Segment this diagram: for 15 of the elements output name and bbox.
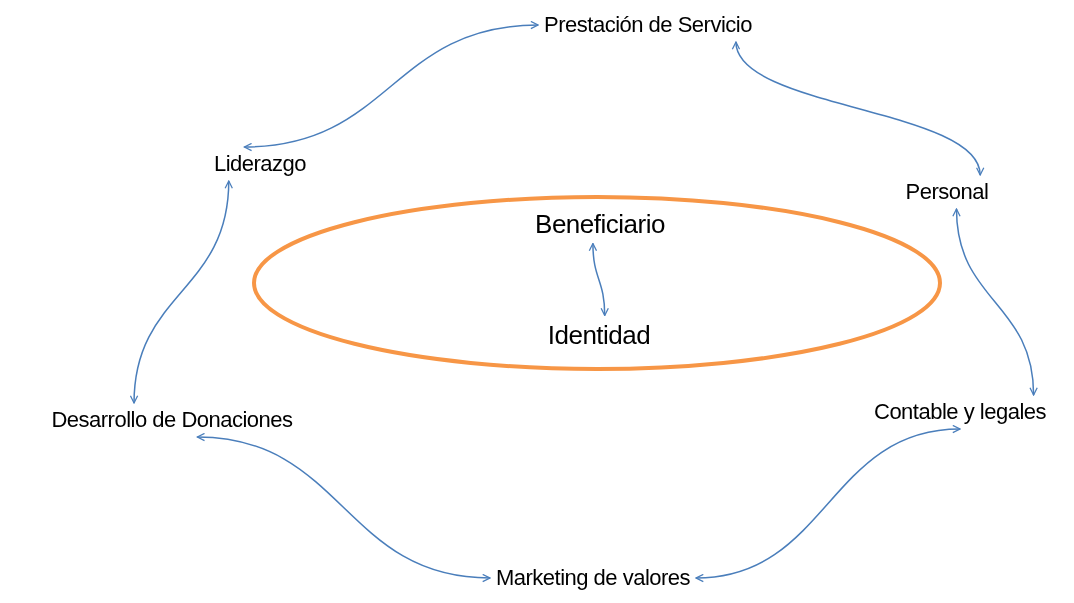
concept-label: Marketing de valores	[489, 561, 697, 595]
concept-label: Identidad	[541, 315, 657, 355]
double-arrow	[695, 425, 961, 582]
double-arrow	[952, 208, 1038, 396]
concept-label: Desarrollo de Donaciones	[45, 403, 299, 437]
concept-label: Prestación de Servicio	[538, 8, 758, 42]
concept-label: Contable y legales	[868, 395, 1052, 429]
double-arrow	[734, 41, 983, 176]
double-arrow	[588, 242, 609, 317]
double-arrow	[243, 21, 539, 151]
double-arrow	[130, 180, 233, 404]
double-arrow	[196, 433, 491, 582]
concept-label: Beneficiario	[529, 204, 671, 244]
concept-label: Liderazgo	[207, 147, 313, 181]
concept-label: Personal	[899, 175, 995, 209]
